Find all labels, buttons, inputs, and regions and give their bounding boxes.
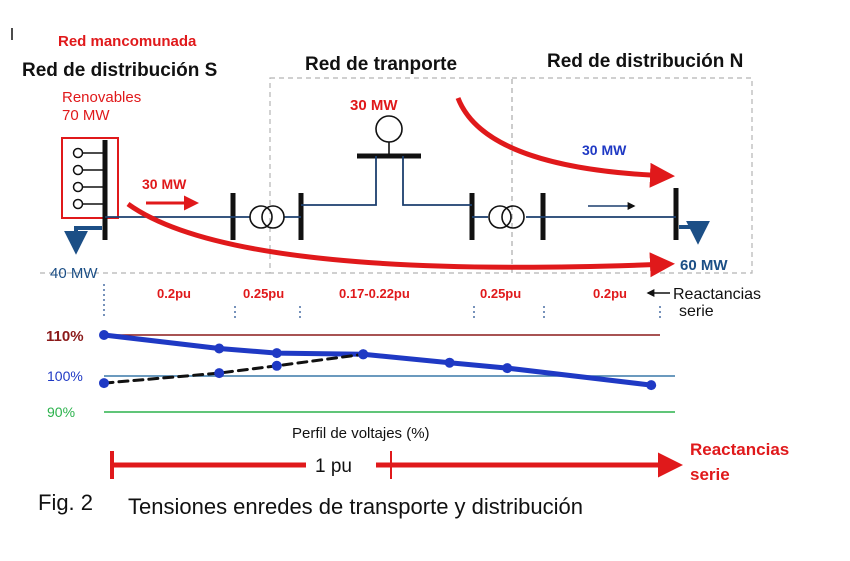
reactance-1: 0.2pu (157, 286, 191, 301)
voltage-point (214, 343, 225, 354)
caption-text: Tensiones enredes de transporte y distri… (128, 494, 583, 519)
voltage-point (358, 349, 369, 360)
bus-guide-ticks (103, 284, 661, 318)
generator-power: 30 MW (350, 97, 398, 114)
voltage-point (646, 380, 657, 391)
caption-fig-number: Fig. 2 (38, 490, 93, 515)
load-right-label: 60 MW (680, 257, 728, 274)
load-arrow-right (679, 220, 710, 245)
distribution-n-title: Red de distribución N (547, 51, 743, 72)
voltage-point (271, 360, 282, 371)
load-left-label: 40 MW (50, 265, 98, 282)
transformer-right (488, 205, 525, 229)
renewables-power: 70 MW (62, 107, 110, 124)
distribution-n-region-box (511, 77, 753, 274)
voltage-line-b (102, 352, 365, 385)
reactance-side-label: Reactancias (673, 286, 761, 303)
renewables-label: Renovables (62, 89, 141, 106)
flow-left-label: 30 MW (142, 176, 187, 192)
voltage-point (99, 378, 109, 389)
reactance-4: 0.25pu (480, 286, 521, 301)
distribution-s-title: Red de distribución S (22, 60, 217, 81)
big-flow-arrow-top (455, 97, 675, 188)
big-flow-arrow-bottom (126, 201, 675, 278)
level-90-label: 90% (47, 404, 75, 420)
axis-end-label: Reactancias (690, 440, 789, 459)
renewables-box (61, 137, 119, 219)
voltage-profile-series (99, 330, 657, 391)
voltage-point (214, 368, 225, 379)
voltage-point (271, 348, 282, 359)
transport-region-box (269, 77, 513, 274)
red-mancomunada-label: Red mancomunada (58, 33, 197, 50)
level-100-label: 100% (47, 368, 83, 384)
level-110-label: 110% (46, 328, 84, 345)
network-lines (105, 156, 676, 218)
load-arrow-left (64, 226, 102, 255)
voltage-point (502, 363, 513, 374)
reactance-side-label-2: serie (679, 303, 714, 320)
transport-title: Red de tranporte (305, 54, 457, 75)
flow-right-label: 30 MW (582, 142, 627, 158)
generator-icon (375, 115, 403, 143)
reactance-2: 0.25pu (243, 286, 284, 301)
pu-label-bg (306, 452, 376, 478)
pu-axis-label: 1 pu (315, 456, 352, 477)
voltage-line-a (101, 332, 654, 388)
renewable-generators (72, 147, 103, 210)
reactance-3: 0.17-0.22pu (339, 286, 410, 301)
profile-title: Perfil de voltajes (%) (292, 425, 430, 442)
voltage-point (444, 357, 455, 368)
voltage-point (99, 330, 109, 340)
reactance-5: 0.2pu (593, 286, 627, 301)
axis-end-label-2: serie (690, 465, 730, 484)
transformer-left (249, 205, 285, 229)
